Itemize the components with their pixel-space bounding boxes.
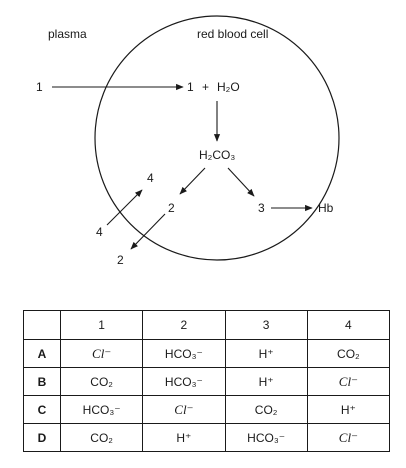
red-blood-cell-label: red blood cell: [197, 27, 268, 41]
red-blood-cell-outline: [94, 15, 340, 261]
column-header: 3: [224, 310, 308, 340]
table-cell: HCO₃⁻: [224, 423, 308, 452]
table-row[interactable]: A Cl⁻ HCO₃⁻ H⁺ CO₂: [23, 339, 391, 368]
substance-2-plasma-label: 2: [117, 253, 124, 267]
arrow-2-out-of-cell: [130, 213, 166, 250]
substance-1-cell-label: 1: [187, 80, 194, 94]
carbonic-acid-label: H₂CO₃: [199, 148, 235, 162]
table-cell: Cl⁻: [142, 395, 226, 424]
column-header: 2: [142, 310, 226, 340]
water-label: H₂O: [217, 80, 240, 94]
table-cell: HCO₃⁻: [59, 395, 144, 424]
table-row[interactable]: D CO₂ H⁺ HCO₃⁻ Cl⁻: [23, 423, 391, 452]
table-cell: H⁺: [224, 367, 308, 396]
arrow-4-into-cell: [106, 189, 143, 226]
substance-3-label: 3: [258, 201, 265, 215]
table-cell: Cl⁻: [306, 367, 391, 396]
substance-2-cell-label: 2: [168, 201, 175, 215]
arrow-to-substance-2: [179, 167, 206, 195]
table-cell: HCO₃⁻: [142, 367, 226, 396]
plasma-label: plasma: [48, 27, 87, 41]
table-cell: H⁺: [306, 395, 391, 424]
table-corner-cell: [23, 310, 61, 340]
blood-cell-diagram: plasma red blood cell 1 1 + H₂O H₂CO₃ 2 …: [36, 15, 340, 267]
table-cell: Cl⁻: [306, 423, 391, 452]
table-cell: H⁺: [142, 423, 226, 452]
table-cell: H⁺: [224, 339, 308, 368]
table-cell: CO₂: [306, 339, 391, 368]
option-key: B: [23, 367, 61, 396]
plus-sign: +: [202, 80, 209, 94]
table-row[interactable]: B CO₂ HCO₃⁻ H⁺ Cl⁻: [23, 367, 391, 396]
column-header: 1: [59, 310, 144, 340]
arrow-to-substance-3: [227, 167, 255, 197]
table-cell: CO₂: [59, 423, 144, 452]
table-header-row: 1 2 3 4: [23, 310, 391, 340]
option-key: C: [23, 395, 61, 424]
table-row[interactable]: C HCO₃⁻ Cl⁻ CO₂ H⁺: [23, 395, 391, 424]
column-header: 4: [306, 310, 391, 340]
substance-4-plasma-label: 4: [96, 225, 103, 239]
table-cell: CO₂: [59, 367, 144, 396]
option-key: A: [23, 339, 61, 368]
haemoglobin-label: Hb: [318, 201, 334, 215]
table-cell: HCO₃⁻: [142, 339, 226, 368]
table-cell: Cl⁻: [59, 339, 144, 368]
option-key: D: [23, 423, 61, 452]
substance-4-cell-label: 4: [147, 171, 154, 185]
substance-1-plasma-label: 1: [36, 80, 43, 94]
table-cell: CO₂: [224, 395, 308, 424]
answer-options-table: 1 2 3 4 A Cl⁻ HCO₃⁻ H⁺ CO₂ B CO₂ HCO₃⁻ H…: [23, 310, 391, 452]
